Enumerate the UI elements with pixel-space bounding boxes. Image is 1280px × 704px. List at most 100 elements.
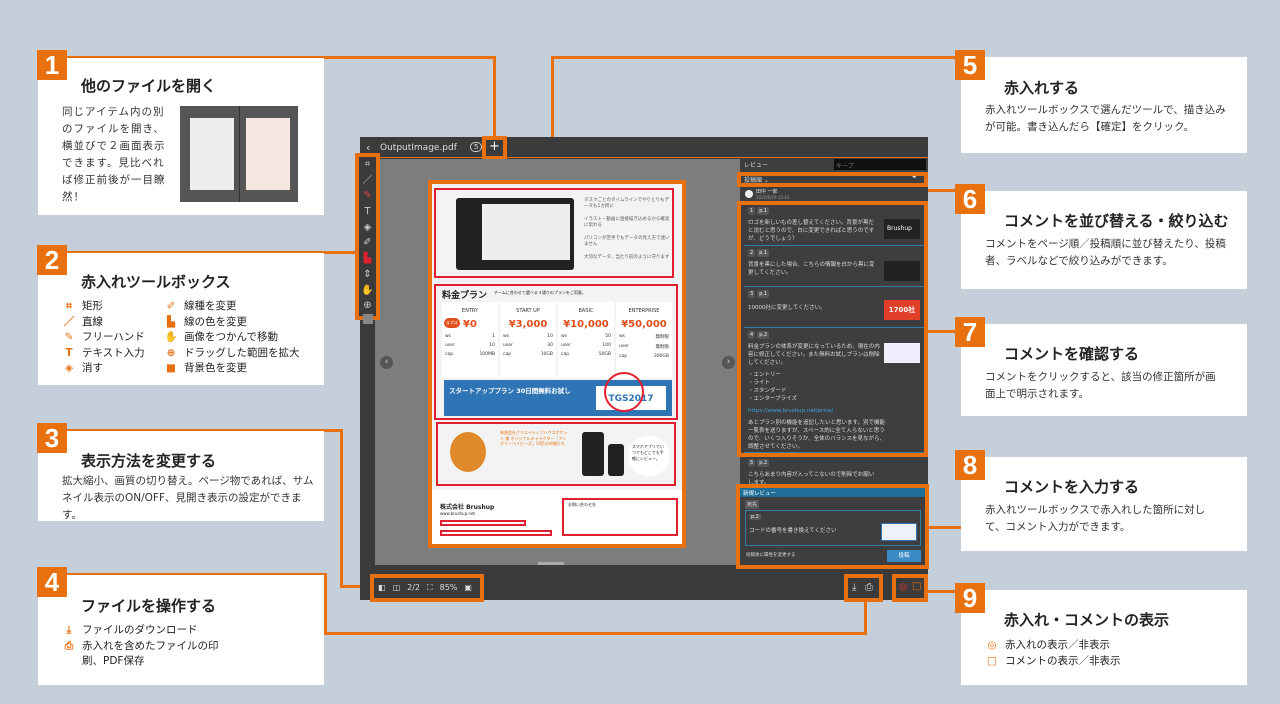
item-label: 赤入れの表示／非表示 — [1005, 639, 1110, 651]
card-title: 他のファイルを開く — [81, 77, 217, 95]
print-button[interactable]: ⎙ — [865, 582, 873, 593]
card-body: コメントをページ順／投稿順に並び替えたり、投稿者、ラベルなどで絞り込みができます… — [985, 238, 1226, 267]
comment-page: p.1 — [757, 290, 770, 298]
view-controls-highlight — [370, 574, 484, 602]
card-sort-filter: コメントを並び替える・絞り込む コメントをページ順／投稿順に並び替えたり、投稿者… — [961, 191, 1247, 289]
zoom-select[interactable]: 85% — [439, 583, 458, 592]
badge-5: 5 — [955, 50, 985, 80]
prev-page-button[interactable]: ‹ — [380, 356, 393, 369]
freehand-circle — [604, 372, 644, 412]
quality-icon[interactable]: ▣ — [464, 583, 472, 592]
card-title: ファイルを操作する — [81, 597, 217, 615]
comment-visibility-toggle[interactable]: □ — [912, 581, 922, 592]
tool-label: 背景色を変更 — [184, 362, 247, 374]
card-visibility: 赤入れ・コメントの表示 ◎赤入れの表示／非表示 □コメントの表示／非表示 — [961, 590, 1247, 685]
hand-tool-icon[interactable]: ✋ — [361, 284, 374, 296]
rectangle-tool-icon[interactable]: ⌗ — [364, 159, 371, 170]
recipient-button[interactable]: 宛先 — [745, 500, 760, 509]
sort-dropdown[interactable]: 投稿順 ⌄ — [744, 177, 769, 184]
change-attribute-checkbox[interactable]: 投稿後に属性を変更する — [746, 553, 796, 558]
background-color-tool-icon[interactable] — [359, 313, 376, 330]
tab-keep[interactable]: キープ — [834, 159, 926, 170]
plan-ws: 10 — [547, 334, 553, 339]
badge-6: 6 — [955, 184, 985, 214]
card-open-file: 他のファイルを開く 同じアイテム内の別のファイルを開き、横並びで２画面表示できま… — [38, 58, 324, 215]
print-icon: ⎙ — [64, 639, 74, 652]
new-review-header[interactable]: 新規レビュー — [740, 488, 925, 497]
zoom-icon: ⊕ — [166, 346, 176, 359]
scrollbar[interactable] — [538, 562, 564, 565]
laptop-image — [456, 198, 574, 270]
badge-2: 2 — [37, 245, 67, 275]
card-markup: 赤入れする 赤入れツールボックスで選んだツールで、描き込みが可能。書き込んだら【… — [961, 57, 1247, 153]
comment-text: 料金プランの体系が変更になっているため、現在の内容に修正してください。また無料お… — [748, 344, 880, 366]
tool-label: 画像をつかんで移動 — [184, 331, 278, 343]
zoom-tool-icon[interactable]: ⊕ — [363, 300, 372, 312]
comment-number: 3 — [748, 290, 756, 298]
comment-thumbnail — [881, 523, 917, 541]
markup-visibility-toggle[interactable]: ◎ — [899, 582, 908, 593]
file-name: OutputImage.pdf — [380, 143, 457, 153]
back-button[interactable]: ‹ — [366, 141, 371, 154]
spread-view-icon[interactable]: ◫ — [392, 583, 401, 592]
comment-text: 背景を黒にした場合、こちらの情報を白から黒に変更してください。 — [748, 262, 875, 276]
tab-review[interactable]: レビュー — [744, 162, 769, 169]
plan-price: ¥10,000 — [563, 319, 609, 330]
free-badge: まずは — [444, 318, 460, 328]
tool-label: 消す — [82, 362, 103, 374]
submit-button[interactable]: 投稿 — [887, 550, 921, 562]
eye-icon: ◎ — [987, 639, 997, 651]
list-item: ・ライト — [748, 380, 771, 386]
card-body: 赤入れツールボックスで選んだツールで、描き込みが可能。書き込んだら【確定】をクリ… — [985, 104, 1226, 133]
comment-text: あとプラン別の機能を追記したいと思います。別で機能一覧表を送りますが、スペース的… — [748, 420, 886, 450]
markup-rect — [434, 188, 674, 278]
filter-icon[interactable]: ⏷ — [912, 174, 917, 181]
version-badge[interactable]: 5 — [470, 142, 483, 152]
new-review-highlight — [736, 484, 929, 569]
background-color-icon: ■ — [166, 362, 176, 374]
line-tool-icon[interactable]: ／ — [362, 174, 373, 186]
plan-price: ¥3,000 — [508, 319, 548, 330]
comment-icon: □ — [987, 654, 997, 667]
eraser-tool-icon[interactable]: ◈ — [363, 221, 372, 233]
list-item: ・スタンダード — [748, 388, 787, 394]
comment-thumbnail — [884, 343, 920, 363]
plan-name: BASIC — [578, 308, 594, 314]
badge-1: 1 — [37, 50, 67, 80]
download-button[interactable]: ⤓ — [852, 582, 857, 593]
thumbnail-toggle-icon[interactable]: ◧ — [378, 583, 386, 592]
tool-label: テキスト入力 — [82, 346, 145, 359]
markup-rect — [434, 284, 678, 420]
freehand-tool-icon[interactable]: ✎ — [363, 190, 372, 202]
card-check-comments: コメントを確認する コメントをクリックすると、該当の修正箇所が画面上で明示されま… — [961, 324, 1247, 416]
move-tool-icon[interactable]: ⇕ — [363, 268, 372, 280]
line-icon: ／ — [63, 315, 75, 328]
badge-4: 4 — [37, 567, 67, 597]
feature-text: 大切なデータ、当たり前のように守ります — [584, 255, 670, 260]
markup-rect — [440, 520, 526, 526]
item-label: コメントの表示／非表示 — [1005, 654, 1121, 667]
comment-link[interactable]: https://www.brushup.net/price/ — [748, 408, 834, 414]
fit-screen-icon[interactable]: ⛶ — [427, 583, 433, 592]
trial-banner: スタートアッププラン 30日間無料お試し TGS2017 — [444, 372, 672, 416]
line-color-tool-icon[interactable]: ▙ — [363, 253, 372, 265]
add-file-button[interactable]: + — [489, 139, 500, 154]
eraser-icon: ◈ — [64, 362, 74, 374]
text-tool-icon[interactable]: T — [364, 206, 371, 218]
list-item: ・エンタープライズ — [748, 396, 798, 402]
character-image — [450, 432, 486, 472]
badge-3: 3 — [37, 423, 67, 453]
comment-page: p.1 — [757, 207, 770, 215]
card-body: コメントをクリックすると、該当の修正箇所が画面上で明示されます。 — [985, 371, 1216, 400]
comment-input[interactable]: p.2 コードの番号を書き換えてください — [745, 510, 921, 546]
page-indicator: 2/2 — [407, 583, 420, 592]
line-style-tool-icon[interactable]: ✐ — [363, 237, 372, 249]
next-page-button[interactable]: › — [722, 356, 735, 369]
